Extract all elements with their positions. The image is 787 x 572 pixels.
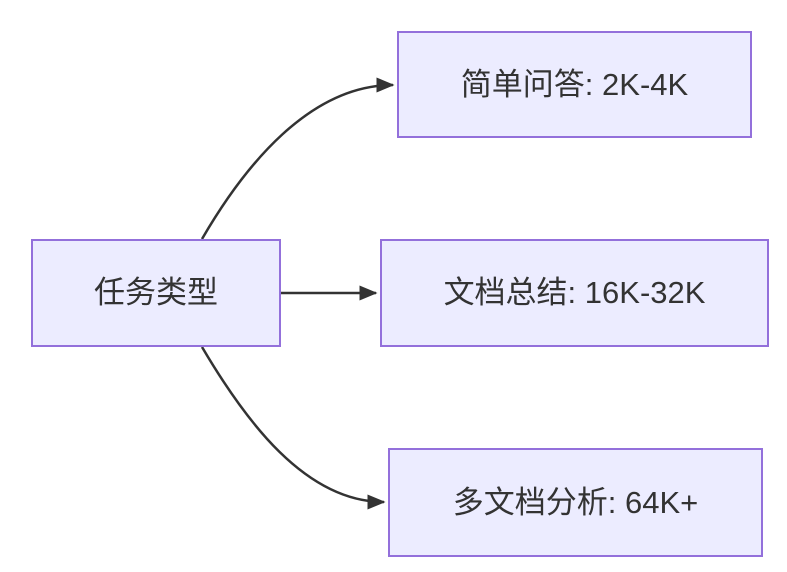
node-simple-qa-label: 简单问答: 2K-4K	[460, 66, 689, 102]
node-multidoc-analysis: 多文档分析: 64K+	[388, 448, 763, 557]
node-doc-summary: 文档总结: 16K-32K	[380, 239, 769, 347]
node-task-type: 任务类型	[31, 239, 281, 347]
edge-root-to-qa	[200, 77, 395, 240]
node-task-type-label: 任务类型	[94, 275, 218, 311]
node-simple-qa: 简单问答: 2K-4K	[397, 31, 752, 138]
node-multidoc-analysis-label: 多文档分析: 64K+	[452, 484, 699, 520]
node-doc-summary-label: 文档总结: 16K-32K	[443, 275, 706, 311]
edge-root-to-multidoc	[200, 346, 386, 510]
